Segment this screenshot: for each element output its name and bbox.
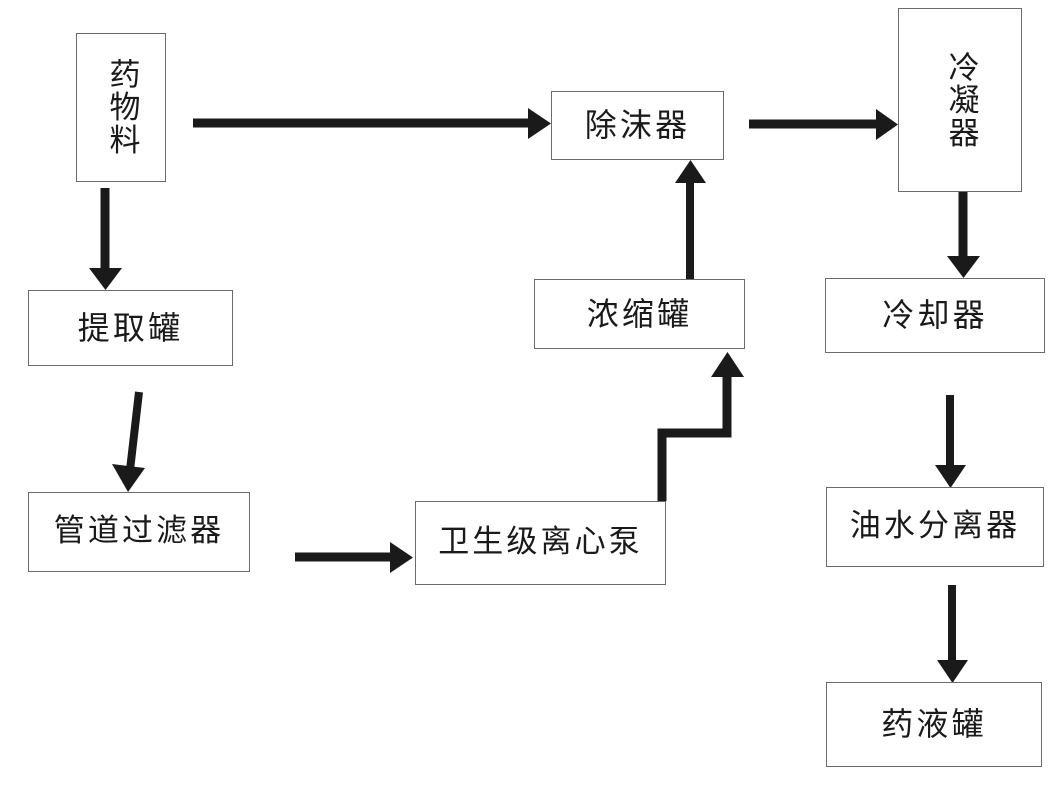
edge-separator-to-tank xyxy=(937,585,968,683)
edge-demister-to-condenser xyxy=(749,109,898,140)
edge-concentration-to-demister xyxy=(675,160,706,279)
node-sanitary-pump[interactable]: 卫生级离心泵 xyxy=(415,501,666,585)
node-label: 卫生级离心泵 xyxy=(438,524,643,561)
edge-extraction-to-filter xyxy=(112,391,145,492)
edge-drug-to-extraction xyxy=(89,188,122,290)
edge-condenser-to-cooler xyxy=(947,192,980,278)
node-demister[interactable]: 除沫器 xyxy=(551,91,724,160)
node-label: 冷却器 xyxy=(882,296,988,335)
node-label: 提取罐 xyxy=(77,308,184,347)
node-drug-material[interactable]: 药物料 xyxy=(76,33,166,182)
node-label: 药物料 xyxy=(103,58,140,157)
node-condenser[interactable]: 冷凝器 xyxy=(898,8,1022,192)
edge-filter-to-pump xyxy=(295,542,413,573)
edge-drug-to-demister xyxy=(193,108,551,139)
node-label: 管道过滤器 xyxy=(53,513,225,550)
node-label: 冷凝器 xyxy=(942,50,979,150)
node-concentration-tank[interactable]: 浓缩罐 xyxy=(534,279,745,349)
node-liquid-medicine-tank[interactable]: 药液罐 xyxy=(826,682,1042,767)
node-pipe-filter[interactable]: 管道过滤器 xyxy=(28,492,250,572)
node-cooler[interactable]: 冷却器 xyxy=(825,278,1045,353)
node-extraction-tank[interactable]: 提取罐 xyxy=(28,290,233,366)
edge-pump-to-concentration xyxy=(657,352,744,501)
node-label: 药液罐 xyxy=(881,705,987,744)
node-label: 除沫器 xyxy=(584,106,691,145)
edge-cooler-to-separator xyxy=(935,395,966,488)
node-label: 浓缩罐 xyxy=(586,294,693,333)
node-label: 油水分离器 xyxy=(849,508,1021,545)
node-oil-water-separator[interactable]: 油水分离器 xyxy=(826,487,1044,567)
